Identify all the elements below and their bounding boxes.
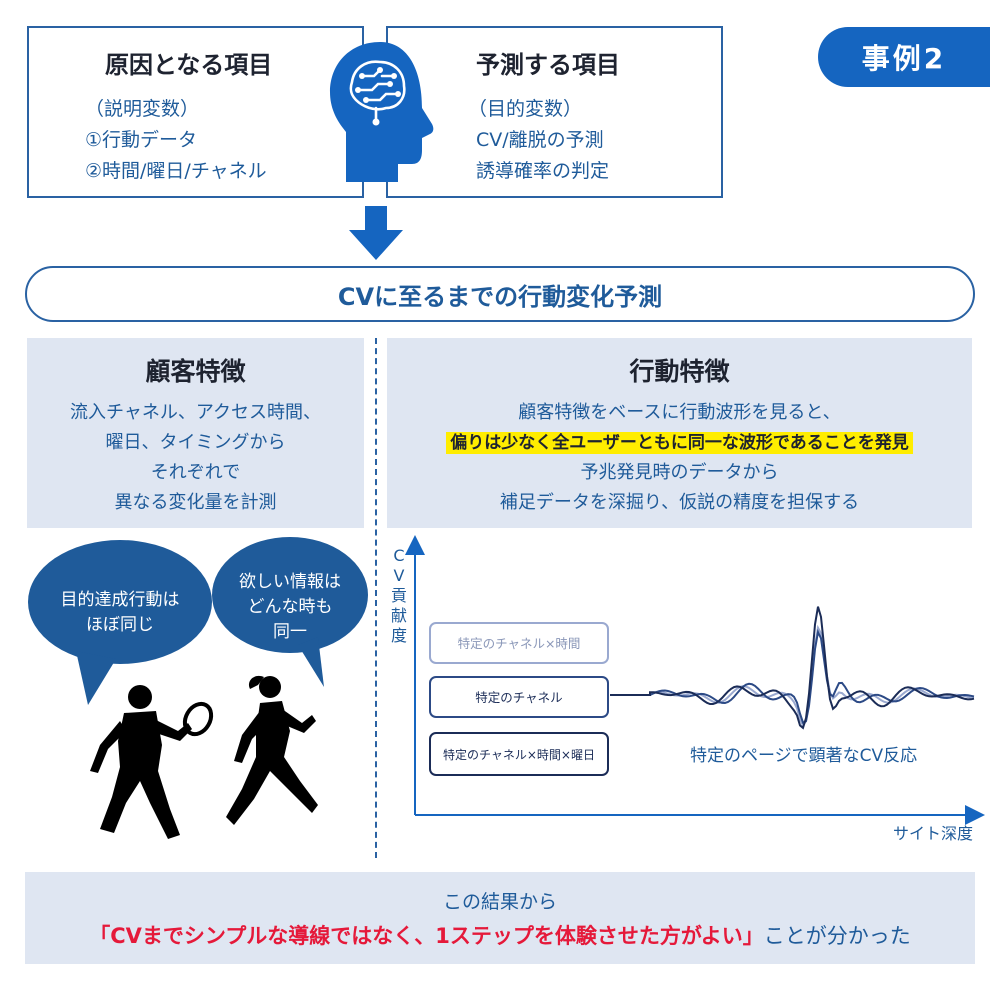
behavior-highlight-row: 偏りは少なく全ユーザーともに同一な波形であることを発見 xyxy=(387,428,972,454)
tennis-player-silhouette xyxy=(90,685,214,839)
y-axis-label-char: 度 xyxy=(391,626,407,645)
behavior-line-4: 補足データを深掘り、仮説の精度を担保する xyxy=(499,492,860,513)
case-badge: 事例2 xyxy=(818,27,990,87)
cause-title: 原因となる項目 xyxy=(105,51,273,79)
legend-item-3: 特定のチャネル×時間×曜日 xyxy=(429,732,609,776)
predict-line-2: CV/離脱の予測 xyxy=(476,129,604,151)
y-axis-label-char: C xyxy=(393,546,404,565)
x-axis-label: サイト深度 xyxy=(893,824,973,843)
y-axis-label-char: 献 xyxy=(391,606,407,625)
customer-panel: 顧客特徴 流入チャネル、アクセス時間、 曜日、タイミングから それぞれで 異なる… xyxy=(27,338,364,528)
left-bubble-line-2: ほぼ同じ xyxy=(86,615,154,635)
section-divider xyxy=(375,338,377,858)
chart-annotation: 特定のページで顕著なCV反応 xyxy=(690,746,917,766)
predict-line-3: 誘導確率の判定 xyxy=(476,160,610,182)
legend-label-1: 特定のチャネル×時間 xyxy=(458,636,581,651)
behavior-title: 行動特徴 xyxy=(629,357,730,386)
cause-line-1: （説明変数） xyxy=(85,98,200,120)
customer-line-2: 曜日、タイミングから xyxy=(105,432,286,453)
right-bubble-line-3: 同一 xyxy=(273,622,307,642)
legend-label-3: 特定のチャネル×時間×曜日 xyxy=(443,747,595,762)
behavior-panel: 行動特徴 顧客特徴をベースに行動波形を見ると、 偏りは少なく全ユーザーともに同一… xyxy=(387,338,972,528)
right-speech-bubble xyxy=(212,537,368,687)
wave-series-2 xyxy=(610,628,975,724)
y-axis-label-char: V xyxy=(394,566,405,585)
right-bubble-line-1: 欲しい情報は xyxy=(239,572,341,592)
customer-line-1: 流入チャネル、アクセス時間、 xyxy=(70,402,321,423)
y-axis-label-char: 貢 xyxy=(391,586,407,605)
runner-silhouette xyxy=(226,675,318,825)
cause-line-3: ②時間/曜日/チャネル xyxy=(85,160,267,182)
prediction-banner: CVに至るまでの行動変化予測 xyxy=(25,266,975,322)
conclusion-statement: 「CVまでシンプルな導線ではなく、1ステップを体験させた方がよい」ことが分かった xyxy=(25,920,975,950)
conclusion-panel: この結果から 「CVまでシンプルな導線ではなく、1ステップを体験させた方がよい」… xyxy=(25,872,975,964)
predict-box: 予測する項目 （目的変数） CV/離脱の予測 誘導確率の判定 xyxy=(386,26,723,198)
legend-label-2: 特定のチャネル xyxy=(475,690,562,705)
ai-head-icon xyxy=(330,42,434,182)
predict-title: 予測する項目 xyxy=(476,51,620,79)
wave-series xyxy=(610,606,975,730)
behavior-highlight: 偏りは少なく全ユーザーともに同一な波形であることを発見 xyxy=(446,432,913,454)
predict-line-1: （目的変数） xyxy=(468,98,583,120)
legend-item-1: 特定のチャネル×時間 xyxy=(429,622,609,664)
behavior-line-1: 顧客特徴をベースに行動波形を見ると、 xyxy=(518,402,841,423)
cause-box: 原因となる項目 （説明変数） ①行動データ ②時間/曜日/チャネル xyxy=(27,26,364,198)
behavior-line-3: 予兆発見時のデータから xyxy=(580,462,779,483)
customer-line-3: それぞれで xyxy=(150,462,241,483)
wave-series-3 xyxy=(610,606,975,730)
left-speech-bubble xyxy=(28,540,212,705)
conclusion-intro: この結果から xyxy=(442,891,557,913)
wave-series-1 xyxy=(610,624,975,728)
customer-line-4: 異なる変化量を計測 xyxy=(114,492,277,513)
people-illustration: 目的達成行動は ほぼ同じ 欲しい情報は どんな時も 同一 xyxy=(28,537,368,839)
conclusion-tail: ことが分かった xyxy=(763,924,911,948)
legend-item-2: 特定のチャネル xyxy=(429,676,609,718)
conclusion-quote: 「CVまでシンプルな導線ではなく、1ステップを体験させた方がよい」 xyxy=(89,924,764,948)
left-bubble-line-1: 目的達成行動は xyxy=(61,590,180,610)
customer-title: 顧客特徴 xyxy=(145,357,246,386)
right-bubble-line-2: どんな時も xyxy=(248,597,333,617)
cause-line-2: ①行動データ xyxy=(85,129,198,151)
down-arrow-icon xyxy=(349,206,403,260)
